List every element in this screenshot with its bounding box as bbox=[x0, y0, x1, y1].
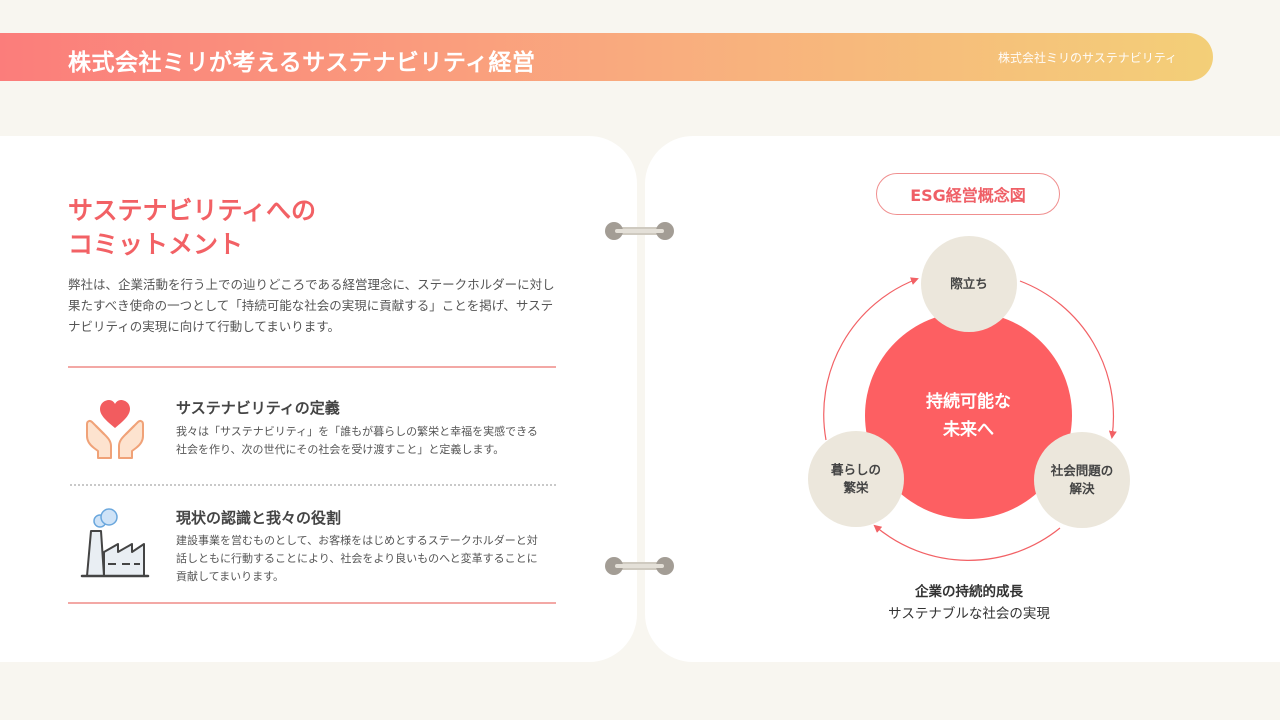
center-line-1: 持続可能な bbox=[926, 391, 1011, 412]
node-right-line-1: 社会問題の bbox=[1050, 463, 1114, 478]
binder-ring-icon bbox=[605, 557, 674, 575]
divider bbox=[68, 366, 556, 368]
esg-badge: ESG経営概念図 bbox=[876, 173, 1060, 215]
node-left: 暮らしの 繁栄 bbox=[808, 431, 904, 527]
node-right: 社会問題の 解決 bbox=[1034, 432, 1130, 528]
commitment-heading: サステナビリティへの コミットメント bbox=[68, 194, 316, 262]
cycle-arrows bbox=[823, 277, 1117, 561]
heading-line-1: サステナビリティへの bbox=[68, 196, 317, 225]
cycle-arrow bbox=[1019, 280, 1117, 439]
cycle-arrow bbox=[823, 277, 919, 441]
node-left-line-1: 暮らしの bbox=[830, 462, 881, 477]
intro-text: 弊社は、企業活動を行う上での辿りどころである経営理念に、ステークホルダーに対し果… bbox=[68, 277, 555, 334]
node-left-line-2: 繁栄 bbox=[843, 480, 869, 495]
dotted-divider bbox=[70, 484, 556, 486]
factory-icon bbox=[80, 508, 150, 578]
heart-hands-icon bbox=[86, 400, 144, 459]
item-title-definition: サステナビリティの定義 bbox=[176, 399, 340, 417]
node-top-label: 際立ち bbox=[950, 276, 988, 291]
item-title-role: 現状の認識と我々の役割 bbox=[176, 509, 342, 527]
caption-main: 企業の持続的成長 bbox=[915, 584, 1023, 600]
node-top: 際立ち bbox=[921, 236, 1017, 332]
center-line-2: 未来へ bbox=[943, 419, 994, 440]
page-title: 株式会社ミリが考えるサステナビリティ経営 bbox=[68, 50, 536, 76]
caption-sub: サステナブルな社会の実現 bbox=[888, 606, 1050, 622]
cycle-arrow bbox=[873, 524, 1061, 561]
page-subtitle: 株式会社ミリのサステナビリティ bbox=[997, 51, 1177, 65]
binder-ring-icon bbox=[605, 222, 674, 240]
header-banner: 株式会社ミリが考えるサステナビリティ経営 株式会社ミリのサステナビリティ bbox=[0, 33, 1213, 81]
node-right-line-2: 解決 bbox=[1069, 481, 1095, 496]
heading-line-2: コミットメント bbox=[68, 230, 244, 259]
item-desc-role: 建設事業を営むものとして、お客様をはじめとするステークホルダーと対話しともに行動… bbox=[176, 534, 538, 583]
item-desc-definition: 我々は「サステナビリティ」を「誰もが暮らしの繁栄と幸福を実感できる社会を作り、次… bbox=[176, 425, 538, 456]
divider bbox=[68, 602, 556, 604]
